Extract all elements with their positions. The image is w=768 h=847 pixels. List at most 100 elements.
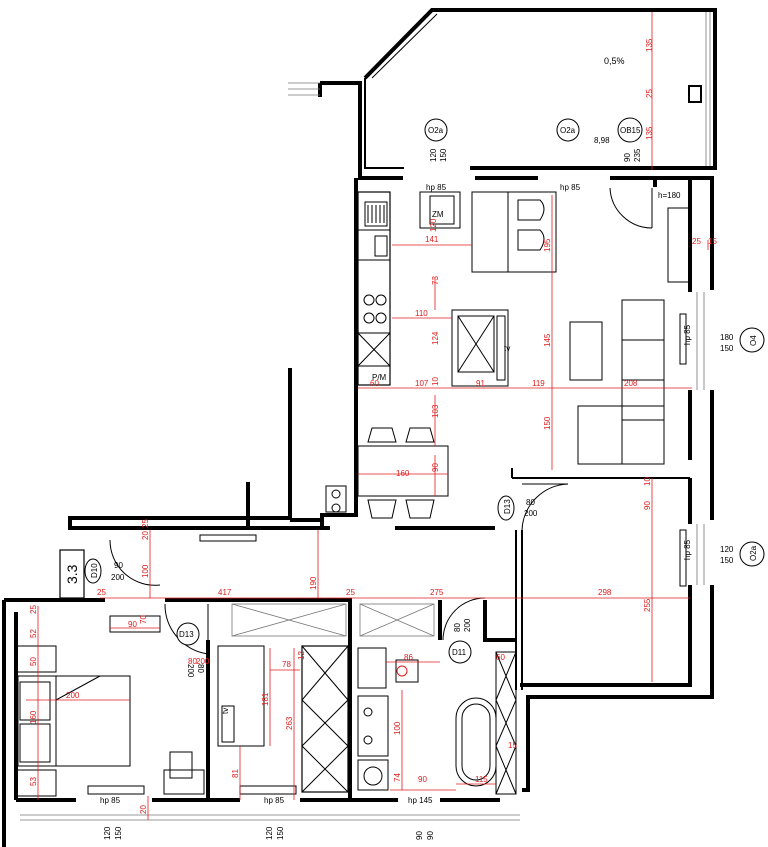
dimension-label: 25 <box>29 605 38 614</box>
door-3-h: 200 <box>186 664 195 678</box>
tv-label-2: tv <box>221 708 230 714</box>
dimension-label: 90 <box>418 775 427 784</box>
dimension-label: 20 <box>141 531 150 540</box>
door-4-w: 80 <box>453 623 462 632</box>
door-1-w: 80 <box>526 498 535 507</box>
dimension-label: 160 <box>396 469 410 478</box>
dimension-label: 115 <box>475 775 488 784</box>
sill-label-3: h=180 <box>658 191 681 200</box>
dimension-label: 120 <box>429 218 438 232</box>
area-percent: 0,5% <box>604 56 625 66</box>
dimension-label: 90 <box>128 620 137 629</box>
dimension-label: 81 <box>231 769 240 778</box>
dimension-label: 103 <box>431 404 440 418</box>
sill-label-1: hp 85 <box>426 183 447 192</box>
dimension-label: 200 <box>196 657 210 666</box>
dimension-label: 100 <box>141 564 150 578</box>
door-tag-4: D11 <box>452 648 467 657</box>
window-tag-circle <box>617 117 643 143</box>
window-tag-5: O2a <box>749 545 758 561</box>
dimension-label: 91 <box>476 379 485 388</box>
living-furniture <box>569 207 691 587</box>
dimension-label: 25 <box>346 588 355 597</box>
kitchen-island <box>451 309 509 387</box>
dimension-label: 200 <box>66 691 80 700</box>
dining-table <box>325 427 449 519</box>
window-4-w: 180 <box>720 333 734 342</box>
room-label: 3.3 <box>64 564 80 584</box>
dimension-label: 135 <box>645 38 654 52</box>
dimension-label: 181 <box>261 692 270 706</box>
door-tag-2: D10 <box>90 563 99 578</box>
kitchen-counter <box>357 191 557 386</box>
bottom-window-1-h: 150 <box>114 826 123 840</box>
room-label-box <box>59 549 85 599</box>
bottom-window-3-w: 90 <box>415 831 424 840</box>
window-tag-1: O2a <box>428 126 444 135</box>
dimension-label: 195 <box>543 238 552 252</box>
door-tag-3: D13 <box>179 630 194 639</box>
window-tag-4: O4 <box>749 335 758 346</box>
dimension-label: 160 <box>29 710 38 724</box>
dishwasher-label: P/M <box>372 373 387 382</box>
door-3-w: 80 <box>196 664 205 673</box>
door-tag-circle <box>448 640 472 664</box>
dimension-label: 50 <box>29 657 38 666</box>
window-3-h: 235 <box>633 148 642 162</box>
dimension-label: 78 <box>282 660 291 669</box>
door-2-h: 200 <box>111 573 125 582</box>
dimension-label: 208 <box>624 379 638 388</box>
window-5-w: 120 <box>720 545 734 554</box>
dimension-label: 90 <box>643 501 652 510</box>
dimension-label: 25 <box>97 588 106 597</box>
bottom-window-3-h: 90 <box>426 831 435 840</box>
window-1-h: 150 <box>439 148 448 162</box>
dimension-label: 150 <box>543 416 552 430</box>
dimension-label: 80 <box>188 657 197 666</box>
dimension-label: 53 <box>29 777 38 786</box>
dimension-label: 110 <box>415 309 428 318</box>
fridge-label: ZM <box>432 210 444 219</box>
window-tag-circle <box>739 327 765 353</box>
bedroom-furniture <box>15 645 349 797</box>
dimension-label: 86 <box>404 653 413 662</box>
door-tag-circle <box>176 622 200 646</box>
dimension-label: 263 <box>285 716 294 730</box>
level-mark: 8,98 <box>594 136 610 145</box>
sill-label-5: hp 85 <box>683 539 692 560</box>
dimension-label: 74 <box>393 773 402 782</box>
door-tag-circle <box>497 495 515 521</box>
window-1-w: 120 <box>429 148 438 162</box>
texts: 0,5% 8,98 O2a 120 150 O2a OB15 90 235 O4… <box>59 56 765 840</box>
dimension-label: 107 <box>415 379 429 388</box>
tv-label: tv <box>504 344 510 353</box>
dimension-label: 417 <box>218 588 232 597</box>
door-4-h: 200 <box>463 618 472 632</box>
dimension-label: 20 <box>139 805 148 814</box>
sill-label-8: hp 145 <box>408 796 433 805</box>
dimension-label: 145 <box>543 333 552 347</box>
dimension-label: 124 <box>431 331 440 345</box>
dimension-label: 25 <box>645 89 654 98</box>
dimension-label: 141 <box>425 235 439 244</box>
dimension-label: 298 <box>598 588 612 597</box>
bottom-window-1-w: 120 <box>103 826 112 840</box>
dimension-label: 190 <box>309 576 318 590</box>
sill-label-4: hp 85 <box>683 324 692 345</box>
bottom-window-2-w: 120 <box>265 826 274 840</box>
dimension-label: 255 <box>643 598 652 612</box>
dimension-label: 73 <box>431 276 440 285</box>
window-tag-circle <box>739 541 765 567</box>
dimension-label: 60 <box>496 653 505 662</box>
dimension-label: 90 <box>431 463 440 472</box>
window-tag-circle <box>556 118 580 142</box>
dimension-label: 70 <box>139 615 148 624</box>
dimension-texts: 135 25 135 141 120 195 73 110 124 60 107… <box>29 38 717 814</box>
dimension-label: 10 <box>431 377 440 386</box>
door-1-h: 200 <box>524 509 538 518</box>
dimension-label: 119 <box>532 379 545 388</box>
dimension-label: 135 <box>645 126 654 140</box>
dimension-label: 60 <box>370 379 379 388</box>
bathroom-fixtures <box>357 647 517 795</box>
bottom-window-2-h: 150 <box>276 826 285 840</box>
